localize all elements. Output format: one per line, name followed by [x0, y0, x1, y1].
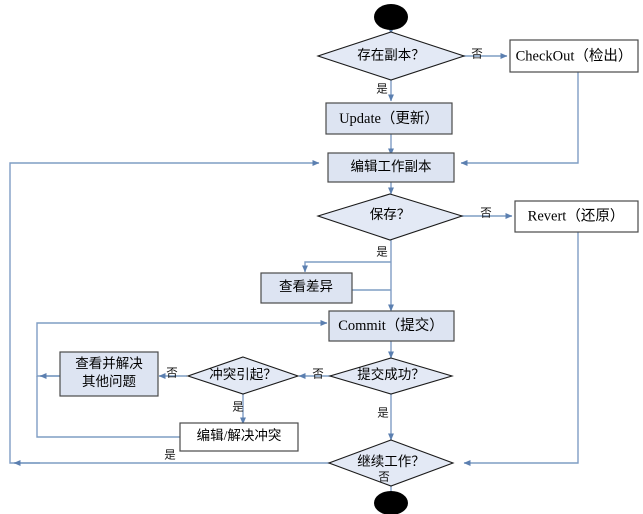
edge-label-has-copy-yes: 是 — [376, 83, 388, 96]
edge-label-save-no: 否 — [480, 208, 492, 220]
node-update: Update（更新） — [325, 102, 453, 135]
node-has-copy-label: 存在副本？ — [357, 48, 425, 63]
node-conflict-caused: 冲突引起？ — [186, 356, 300, 395]
edge-label-commit-ok-yes: 是 — [377, 407, 389, 420]
edge-edit-resolve-to-loop — [36, 376, 180, 438]
node-has-copy: 存在副本？ — [316, 31, 466, 81]
node-continue-work-label: 继续工作？ — [357, 454, 425, 469]
edge-to-view-diff — [302, 261, 391, 273]
edge-continue-yes-to-edit-copy — [9, 160, 333, 464]
edge-label-continue-no: 否 — [378, 472, 390, 484]
edge-label-conflict-yes: 是 — [232, 401, 244, 414]
node-edit-copy-label: 编辑工作副本 — [351, 159, 432, 174]
node-revert: Revert（还原） — [514, 200, 639, 233]
node-commit-ok: 提交成功？ — [328, 357, 454, 395]
node-checkout-label: CheckOut（检出） — [516, 47, 633, 64]
node-resolve-other-label-line1: 查看并解决 — [75, 356, 143, 371]
node-conflict-caused-label: 冲突引起？ — [209, 367, 277, 382]
node-checkout: CheckOut（检出） — [509, 39, 639, 73]
node-save-label: 保存？ — [370, 207, 411, 222]
node-view-diff-label: 查看差异 — [279, 279, 333, 294]
edge-checkout-to-edit-copy — [460, 72, 579, 166]
node-revert-label: Revert（还原） — [528, 207, 625, 224]
node-commit-ok-label: 提交成功？ — [357, 366, 425, 382]
node-view-diff: 查看差异 — [260, 272, 353, 304]
edge-label-has-copy-no: 否 — [471, 49, 483, 61]
edge-label-save-yes: 是 — [376, 246, 388, 259]
node-end-terminator — [374, 491, 408, 514]
edge-label-conflict-no: 否 — [166, 368, 178, 380]
node-edit-copy: 编辑工作副本 — [327, 152, 455, 183]
node-save: 保存？ — [316, 193, 464, 241]
node-continue-work: 继续工作？ — [327, 439, 455, 487]
edge-label-continue-yes: 是 — [164, 449, 176, 462]
node-update-label: Update（更新） — [339, 110, 439, 127]
node-commit: Commit（提交） — [328, 310, 455, 342]
node-edit-resolve-conflict: 编辑/解决冲突 — [179, 422, 299, 452]
node-resolve-other-label-line2: 其他问题 — [82, 374, 136, 389]
node-start-terminator — [374, 4, 408, 30]
edge-label-commit-ok-no: 否 — [312, 369, 324, 381]
edge-revert-to-continue-work — [463, 232, 579, 466]
node-commit-label: Commit（提交） — [338, 316, 444, 334]
node-edit-resolve-conflict-label: 编辑/解决冲突 — [197, 428, 282, 443]
node-resolve-other: 查看并解决 其他问题 — [59, 351, 159, 397]
